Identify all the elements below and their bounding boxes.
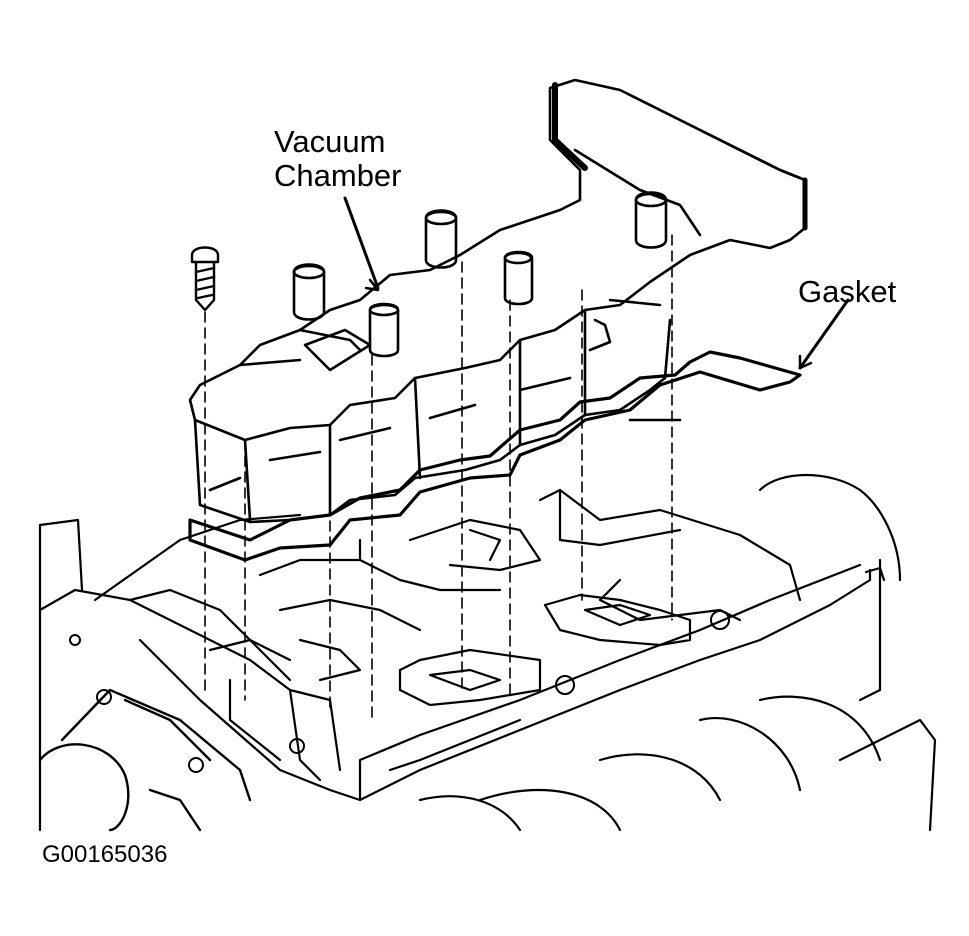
gasket-label: Gasket bbox=[798, 274, 897, 309]
gasket-outline bbox=[188, 350, 802, 562]
gasket-leader bbox=[798, 298, 850, 370]
base-bolts bbox=[69, 610, 730, 773]
intake-manifold-base bbox=[38, 474, 937, 832]
alignment-lines bbox=[204, 234, 673, 721]
throttle-body bbox=[38, 688, 252, 832]
vacuum-chamber-leader bbox=[343, 196, 380, 290]
vacuum-chamber-label-line1: Vacuum bbox=[274, 124, 386, 159]
callout-leaders bbox=[343, 196, 850, 370]
screw-icon bbox=[190, 246, 220, 312]
figure-id: G00165036 bbox=[42, 841, 168, 868]
chamber-studs bbox=[292, 191, 668, 358]
vacuum-chamber-label-line2: Chamber bbox=[274, 158, 402, 193]
